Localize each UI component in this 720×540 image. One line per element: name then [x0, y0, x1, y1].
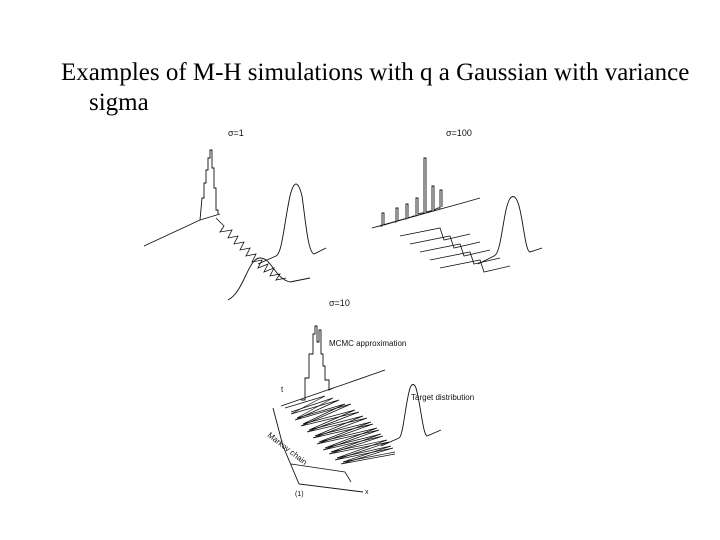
markov-chain-sigma-100	[399, 227, 511, 273]
target-curve-sigma-10	[380, 384, 442, 447]
panel-sigma-10: σ=10 MCMC approximation Target distribut…	[255, 296, 495, 502]
front-axis	[272, 407, 364, 493]
panel-sigma-10-graphic: σ=10 MCMC approximation Target distribut…	[266, 298, 474, 498]
markov-chain-label: Markov chain	[266, 430, 309, 466]
baseline-back	[143, 213, 221, 247]
slide-title: Examples of M-H simulations with q a Gau…	[61, 59, 690, 116]
x-axis-label: x	[365, 489, 369, 496]
target-curve-sigma-1	[257, 183, 327, 265]
baseline-back	[280, 369, 386, 407]
mcmc-histogram-sigma-100	[380, 157, 443, 227]
t-axis-label: t	[281, 385, 284, 394]
origin-tick-label: (1)	[295, 491, 304, 498]
mcmc-approximation-label: MCMC approximation	[329, 339, 406, 348]
sigma-1-label: σ=1	[228, 128, 244, 138]
markov-chain-sigma-1	[215, 217, 287, 281]
target-curve-sigma-100	[477, 196, 543, 265]
mcmc-histogram-sigma-10	[301, 325, 334, 401]
sigma-100-label: σ=100	[446, 128, 472, 138]
sigma-10-label: σ=10	[329, 298, 350, 308]
projection-curve-sigma-10	[290, 463, 352, 483]
markov-chain-sigma-10	[284, 395, 396, 465]
projection-curve-sigma-1	[227, 257, 311, 301]
target-distribution-label: Target distribution	[411, 393, 474, 402]
panel-sigma-100: σ=100	[370, 128, 560, 293]
panel-sigma-100-graphic: σ=100	[371, 128, 543, 273]
panel-sigma-1-graphic: σ=1	[143, 128, 327, 301]
mcmc-histogram-sigma-1	[199, 149, 219, 221]
panel-sigma-1: σ=1	[140, 128, 340, 308]
